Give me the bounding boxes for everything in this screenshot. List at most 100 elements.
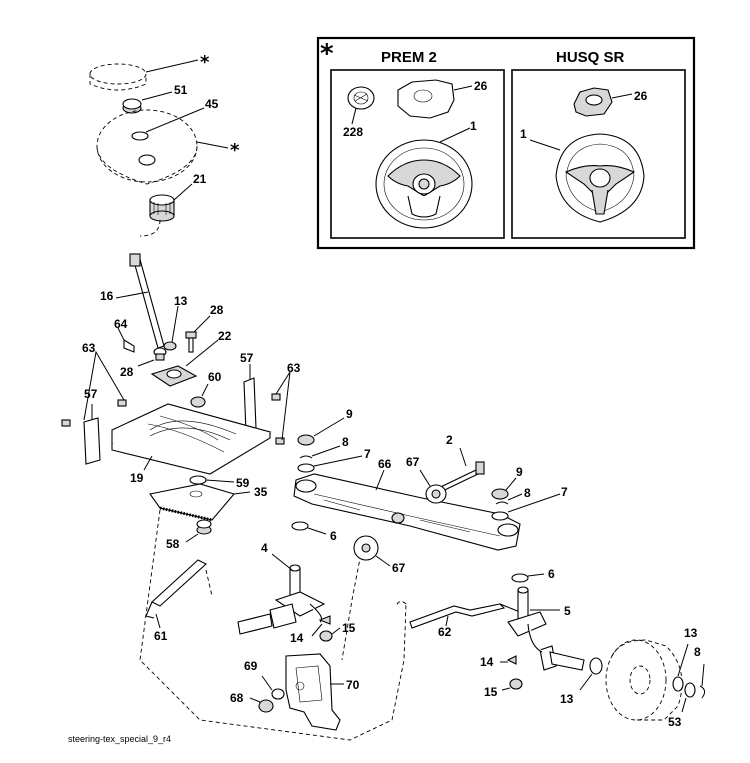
diagram-caption: steering-tex_special_9_r4 <box>68 734 171 744</box>
tie-rod-62-part <box>409 603 521 629</box>
bushing-13-part <box>163 341 177 351</box>
bolt-63-right-a <box>271 393 281 401</box>
label-14a: 14 <box>290 631 304 645</box>
label-57a: 57 <box>84 387 98 401</box>
label-67b: 67 <box>392 561 406 575</box>
label-8c: 8 <box>694 645 701 659</box>
plate-19-part <box>111 403 272 475</box>
label-26-prem: 26 <box>474 79 488 93</box>
drag-link-61-part <box>145 559 207 619</box>
label-13a: 13 <box>174 294 188 308</box>
label-8b: 8 <box>524 486 531 500</box>
label-58: 58 <box>166 537 180 551</box>
label-59: 59 <box>236 476 250 490</box>
clip-8c-part <box>699 685 706 699</box>
label-61: 61 <box>154 629 168 643</box>
cap-9a-part <box>297 434 315 446</box>
label-2: 66 <box>378 457 392 471</box>
steering-wheel-main <box>96 109 198 185</box>
spacer-67b-part <box>353 535 379 561</box>
label-14b: 14 <box>480 655 494 669</box>
center-cap-sr-part <box>573 87 613 117</box>
label-19: 19 <box>130 471 144 485</box>
washer-13b-part <box>589 657 603 675</box>
washer-69-part <box>271 688 285 700</box>
front-axle-assembly: 66 9 8 7 2 67 9 8 7 <box>230 407 706 731</box>
label-68: 68 <box>230 691 244 705</box>
label-9b: 9 <box>516 465 523 479</box>
label-35: 35 <box>254 485 268 499</box>
label-67a: 67 <box>406 455 420 469</box>
washer-59-part <box>189 475 207 485</box>
bracket-57-left <box>83 417 101 465</box>
label-5: 5 <box>564 604 571 618</box>
asterisk-wheel: * <box>230 140 240 161</box>
label-16: 16 <box>100 289 114 303</box>
label-15a: 15 <box>342 621 356 635</box>
front-wheel <box>605 639 683 721</box>
label-7b: 7 <box>561 485 568 499</box>
steering-column-assembly: * 51 45 * 21 <box>61 52 407 741</box>
clip-14a-part <box>318 615 331 625</box>
panel-husqsr: HUSQ SR 26 1 <box>511 49 686 239</box>
bracket-22-part <box>150 347 198 387</box>
label-6a: 6 <box>330 529 337 543</box>
nut-15b-part <box>509 678 523 690</box>
label-63a: 63 <box>82 341 96 355</box>
cap-53-part <box>684 682 696 698</box>
label-1-sr: 1 <box>520 127 527 141</box>
label-60: 60 <box>208 370 222 384</box>
hub-21-part <box>149 194 175 222</box>
sector-gear-35-part <box>149 483 235 522</box>
steering-wheel-sr <box>555 133 645 223</box>
label-4: 4 <box>261 541 268 555</box>
label-1-prem: 1 <box>470 119 477 133</box>
clip-8b-part <box>495 501 509 505</box>
bolts-63-left <box>61 399 127 427</box>
center-cap-part <box>397 79 455 119</box>
asterisk-cap: * <box>200 52 210 73</box>
axle-2-part <box>293 473 521 551</box>
nut-68-part <box>258 699 274 713</box>
label-28a: 28 <box>210 303 224 317</box>
label-7a: 7 <box>364 447 371 461</box>
label-66: 2 <box>446 433 453 447</box>
label-8a: 8 <box>342 435 349 449</box>
label-45: 45 <box>205 97 219 111</box>
nut-51-part <box>122 98 142 114</box>
label-28b: 28 <box>120 365 134 379</box>
bushing-58-part <box>196 519 212 535</box>
label-228: 228 <box>343 125 363 139</box>
label-15b: 15 <box>484 685 498 699</box>
label-53: 53 <box>668 715 682 729</box>
variant-inset: * PREM 2 26 228 <box>316 36 696 250</box>
washer-6b-part <box>511 573 529 583</box>
bracket-70-part <box>285 653 341 731</box>
cap-9b-part <box>491 488 509 500</box>
bracket-57-right <box>243 377 257 433</box>
label-9a: 9 <box>346 407 353 421</box>
label-13c: 13 <box>684 626 698 640</box>
washer-45-part <box>131 131 149 141</box>
label-51: 51 <box>174 83 188 97</box>
clip-8a-part <box>299 455 313 459</box>
inset-asterisk: * <box>320 39 334 69</box>
bolt-63-right-b <box>275 437 285 445</box>
washer-13c-part <box>672 676 684 692</box>
washer-7b-part <box>491 511 509 521</box>
spacer-67a-part <box>425 484 447 504</box>
label-57b: 57 <box>240 351 254 365</box>
panel-title-husqsr: HUSQ SR <box>556 49 625 66</box>
steering-shaft-16-part <box>129 253 165 349</box>
emblem-part <box>347 86 375 110</box>
panel-title-prem2: PREM 2 <box>381 49 437 66</box>
spindle-4-part <box>237 564 326 635</box>
label-63b: 63 <box>287 361 301 375</box>
label-64: 64 <box>114 317 128 331</box>
washer-6a-part <box>291 521 309 531</box>
label-69: 69 <box>244 659 258 673</box>
panel-prem2: PREM 2 26 228 <box>330 49 505 239</box>
label-21: 21 <box>193 172 207 186</box>
cap-part <box>89 63 147 91</box>
nut-15a-part <box>319 630 333 642</box>
